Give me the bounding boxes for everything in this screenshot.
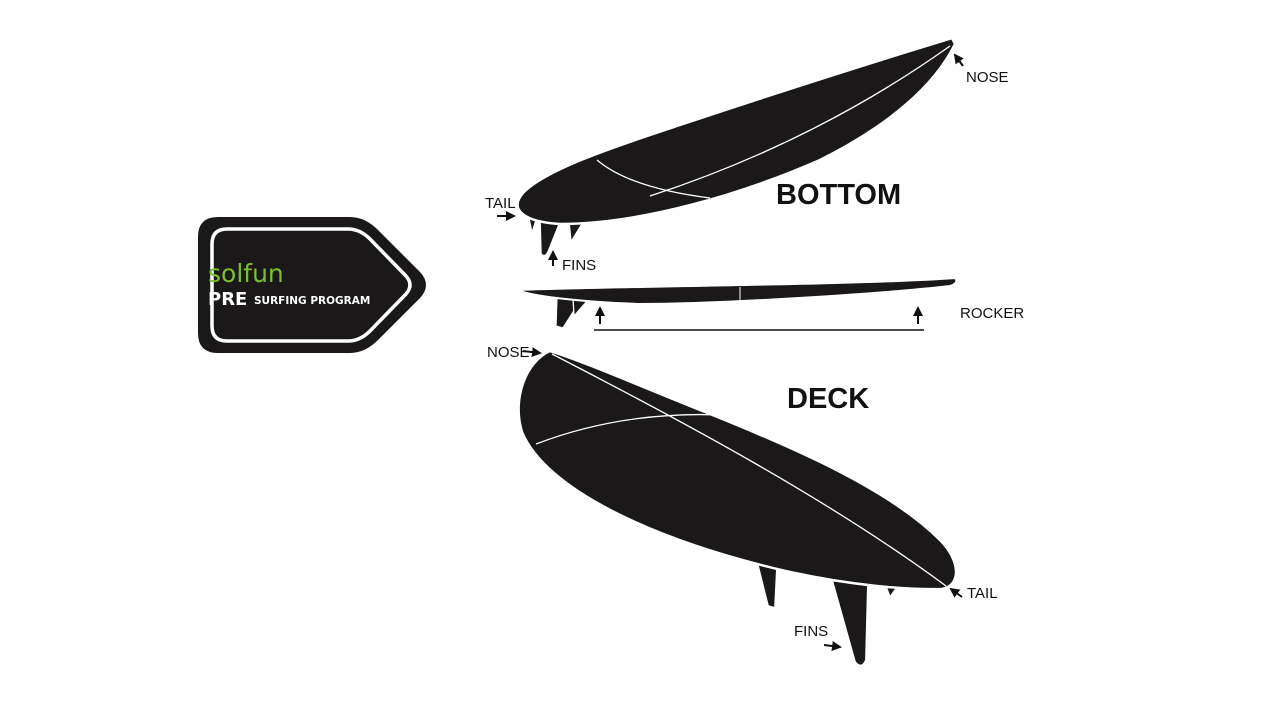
bottom-heading: BOTTOM: [776, 179, 901, 211]
deck-stringer-line: [551, 353, 947, 587]
bottom-view: BOTTOM NOSE TAIL FINS: [485, 36, 1009, 274]
bottom-nose-arrow: [953, 53, 964, 67]
bottom-nose-label: NOSE: [966, 69, 1009, 86]
bottom-concave-line: [596, 159, 711, 199]
rocker-view: ROCKER: [517, 276, 1024, 331]
deck-nose-label: NOSE: [487, 344, 530, 361]
deck-tail-label: TAIL: [967, 585, 998, 602]
deck-curve-line: [535, 413, 741, 445]
deck-tail-arrow: [949, 587, 963, 598]
logo-brand-text: solfun: [208, 259, 284, 288]
deck-fin-center: [830, 579, 869, 667]
bottom-tail-label: TAIL: [485, 195, 516, 212]
deck-nose-arrow: [522, 347, 542, 358]
solfun-logo: solfun PRE SURFING PROGRAM: [198, 217, 426, 353]
deck-view: DECK NOSE TAIL FINS: [487, 344, 998, 667]
bottom-fin-center: [539, 217, 562, 257]
bottom-stringer-line: [649, 45, 951, 197]
deck-fins-arrow: [823, 641, 842, 651]
rocker-label: ROCKER: [960, 305, 1024, 322]
logo-pre-text: PRE: [208, 289, 247, 310]
deck-board: [517, 349, 958, 591]
bottom-fins-label: FINS: [562, 257, 596, 274]
logo-program-text: SURFING PROGRAM: [254, 295, 370, 307]
rocker-board: [517, 276, 958, 306]
deck-fins-label: FINS: [794, 623, 828, 640]
deck-heading: DECK: [787, 383, 869, 415]
